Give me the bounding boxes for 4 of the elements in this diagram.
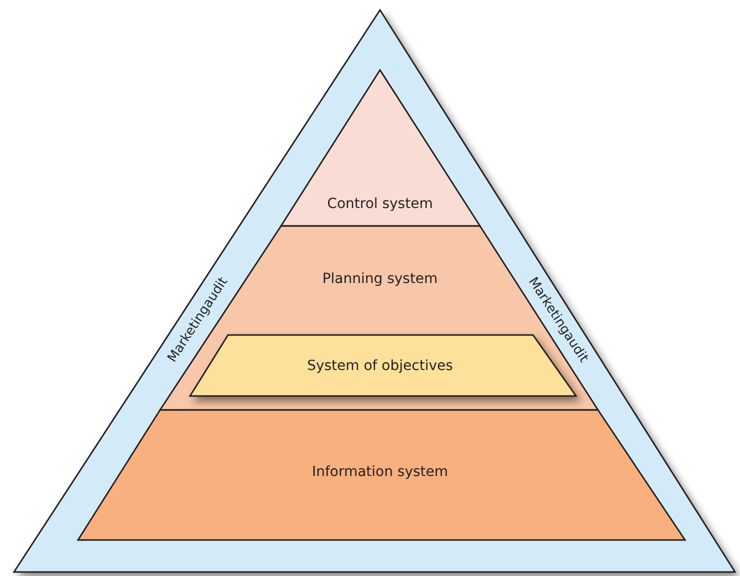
layer-label: Planning system [322,271,438,287]
layer-label: Control system [327,196,433,212]
layer-label: System of objectives [307,358,453,374]
layer-label: Information system [312,464,448,480]
